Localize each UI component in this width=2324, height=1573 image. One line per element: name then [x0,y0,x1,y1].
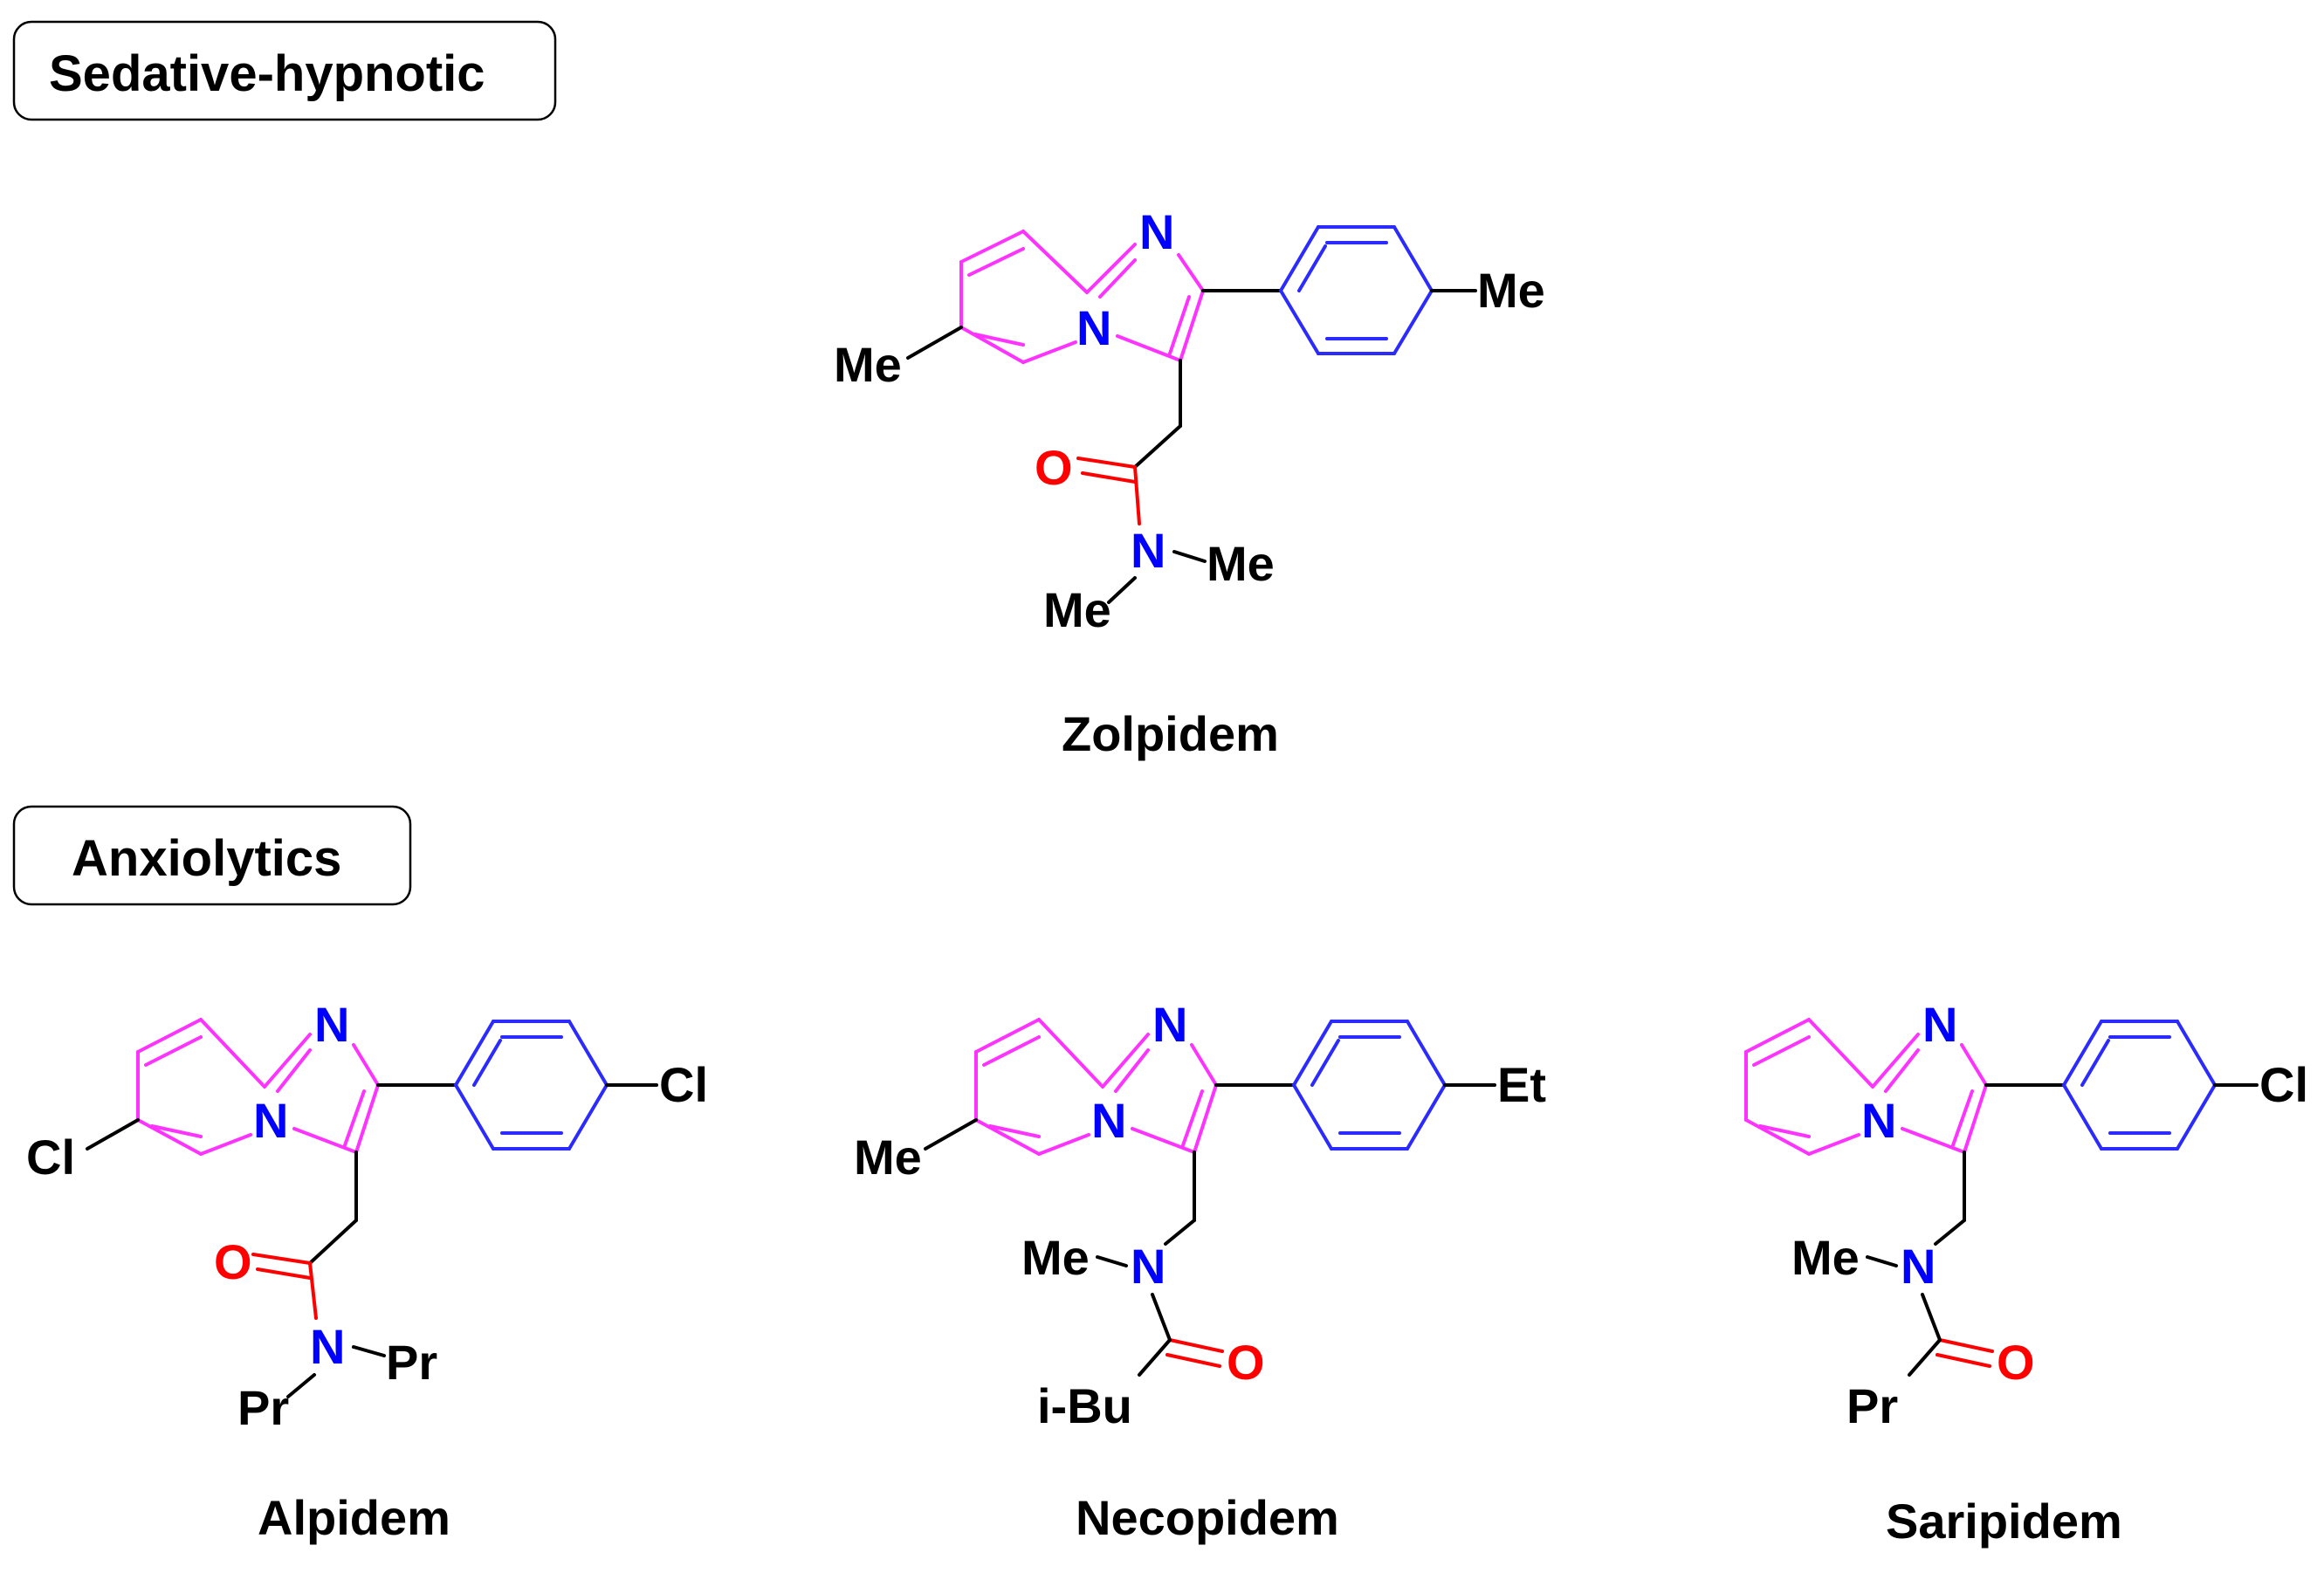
zolpidem-ring-sub-bond [906,326,963,360]
alpidem-carbonyl-o: O [214,1234,252,1289]
alpidem-bridge-n: N [253,1093,288,1148]
alpidem-structure: N N Cl Cl O N Pr Pr [26,997,708,1435]
zolpidem-pyridine-ring [959,230,1089,364]
zolpidem-imidazole-ring [1085,243,1205,362]
compound-name-alpidem: Alpidem [258,1490,450,1545]
necopidem-structure: N N Me Et N Me O i-Bu [854,997,1546,1433]
section-box-anxiolytics: Anxiolytics [12,805,412,906]
necopidem-ring-sub: Me [854,1130,922,1185]
necopidem-imidazole-n: N [1152,997,1187,1052]
section-label-sedative-hypnotic: Sedative-hypnotic [49,45,485,102]
alpidem-pyridine-ring [136,1018,266,1156]
zolpidem-structure: N N Me Me O N Me Me [834,204,1545,637]
necopidem-acyl-r: i-Bu [1037,1378,1132,1433]
zolpidem-amide-r2: Me [1043,582,1111,637]
alpidem-amide-r1: Pr [386,1335,437,1390]
zolpidem-bridge-n: N [1076,300,1111,355]
saripidem-imidazole-ring [1871,1033,1988,1154]
compound-name-zolpidem: Zolpidem [1062,706,1279,761]
compound-name-saripidem: Saripidem [1886,1494,2122,1549]
zolpidem-carbonyl-o: O [1035,440,1073,495]
alpidem-imidazole-n: N [314,997,349,1052]
necopidem-carbonyl-o: O [1227,1335,1265,1390]
compound-name-necopidem: Necopidem [1076,1490,1339,1545]
saripidem-carbonyl-o: O [1997,1335,2035,1390]
saripidem-structure: N N Cl N Me O Pr [1744,997,2308,1433]
zolpidem-ring-sub: Me [834,337,902,392]
necopidem-aryl-sub: Et [1497,1057,1546,1112]
zolpidem-amide-r1: Me [1207,536,1275,591]
necopidem-bridge-n: N [1091,1093,1126,1148]
necopidem-phenyl-ring [1292,1020,1447,1151]
alpidem-ring-sub: Cl [26,1130,75,1185]
necopidem-amine-n: N [1131,1239,1165,1294]
necopidem-pyridine-ring [974,1018,1104,1156]
necopidem-n-methyl: Me [1021,1230,1090,1285]
saripidem-imidazole-n: N [1922,997,1957,1052]
saripidem-acyl-r: Pr [1846,1378,1898,1433]
saripidem-amine-n: N [1901,1239,1936,1294]
alpidem-phenyl-ring [454,1020,609,1151]
zolpidem-imidazole-n: N [1139,204,1174,259]
saripidem-phenyl-ring [2062,1020,2217,1151]
saripidem-n-methyl: Me [1791,1230,1860,1285]
alpidem-amide-n: N [310,1319,345,1374]
section-box-sedative-hypnotic: Sedative-hypnotic [12,20,557,121]
alpidem-amide-r2: Pr [237,1380,289,1435]
saripidem-aryl-sub: Cl [2259,1057,2308,1112]
zolpidem-aryl-sub: Me [1477,263,1545,318]
zolpidem-amide-n: N [1131,523,1165,578]
necopidem-imidazole-ring [1101,1033,1218,1154]
zolpidem-phenyl-ring [1279,225,1434,355]
saripidem-bridge-n: N [1861,1093,1896,1148]
saripidem-pyridine-ring [1744,1018,1874,1156]
section-label-anxiolytics: Anxiolytics [72,830,341,887]
alpidem-aryl-sub: Cl [659,1057,708,1112]
alpidem-imidazole-ring [263,1033,380,1154]
